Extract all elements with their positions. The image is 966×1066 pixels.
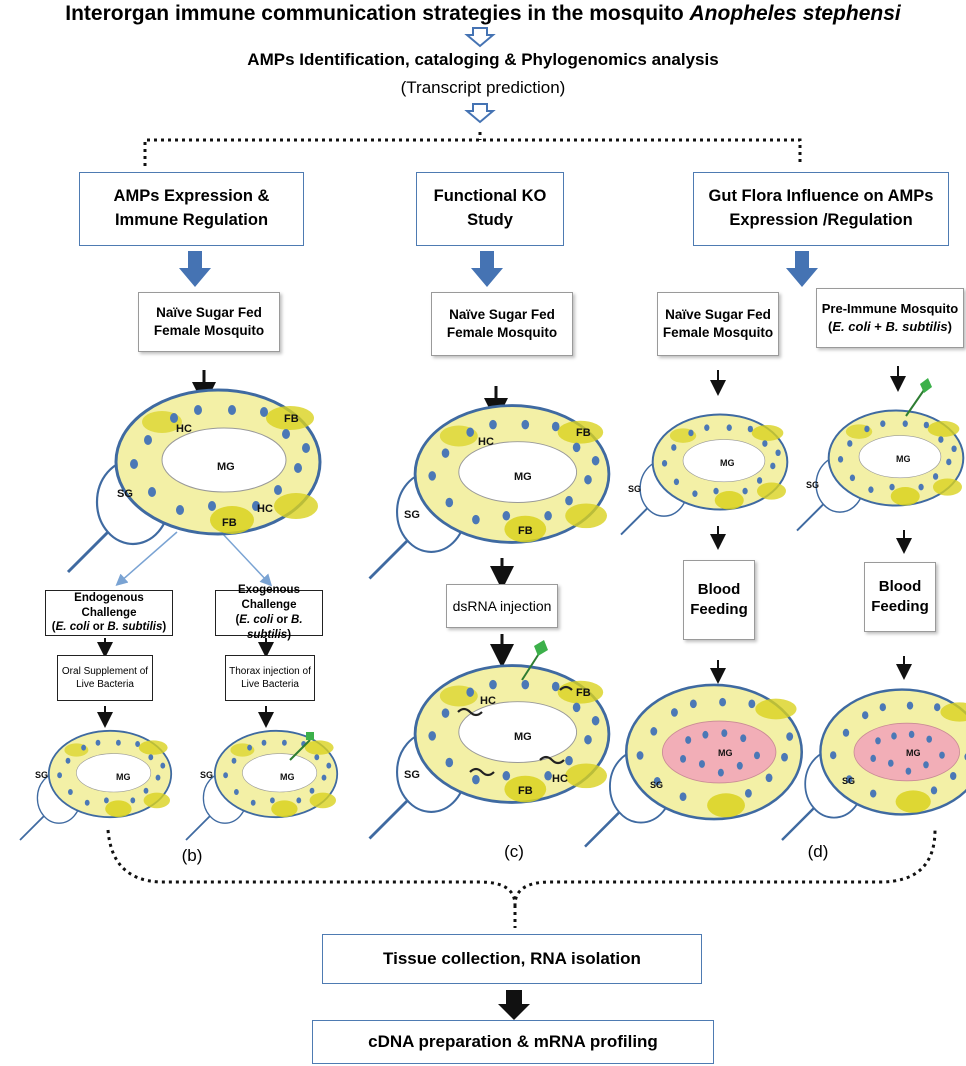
cdna-preparation-box: cDNA preparation & mRNA profiling bbox=[312, 1020, 714, 1064]
tissue-label: SG bbox=[404, 509, 420, 521]
mosquito-body-d-naive-blood bbox=[585, 685, 802, 847]
tissue-label: MG bbox=[906, 748, 921, 758]
identification-step: AMPs Identification, cataloging & Phylog… bbox=[247, 50, 719, 69]
heading-box-gut-flora: Gut Flora Influence on AMPs Expression /… bbox=[693, 172, 949, 246]
tissue-label: MG bbox=[718, 748, 733, 758]
organism-a: E. coli bbox=[55, 621, 90, 634]
arrow-bottom bbox=[498, 990, 530, 1020]
preimmune-organisms: (E. coli + B. subtilis) bbox=[828, 319, 952, 334]
title-text: Interorgan immune communication strategi… bbox=[65, 2, 690, 25]
blue-arrow-b bbox=[179, 251, 211, 287]
arrow-b-branch-right bbox=[220, 531, 273, 587]
tissue-label: SG bbox=[806, 480, 819, 490]
mosquito-body-d-naive bbox=[621, 414, 787, 534]
organism-a: E. coli bbox=[239, 614, 274, 626]
header-arrow-2 bbox=[464, 103, 496, 124]
tissue-label: FB bbox=[284, 413, 299, 425]
tissue-label: MG bbox=[720, 458, 735, 468]
tissue-label: SG bbox=[117, 488, 133, 500]
mosquito-body-b-endogenous bbox=[20, 731, 171, 840]
mosquito-body-c-injected bbox=[370, 666, 609, 839]
transcript-prediction-note: (Transcript prediction) bbox=[400, 78, 566, 97]
mosquito-body-d-preimmune bbox=[797, 410, 963, 530]
bottom-bracket bbox=[106, 829, 937, 928]
tissue-label: MG bbox=[116, 772, 131, 782]
preimmune-title: Pre-Immune Mosquito bbox=[821, 301, 959, 317]
heading-box-expression: AMPs Expression & Immune Regulation bbox=[79, 172, 304, 246]
exogenous-challenge-box: Exogenous Challenge (E. coli or B. subti… bbox=[215, 584, 323, 641]
needle-icon bbox=[289, 378, 932, 761]
panel-label-c: (c) bbox=[504, 842, 524, 861]
oral-supplement-box: Oral Supplement of Live Bacteria bbox=[57, 655, 153, 701]
mosquito-body-b-exogenous bbox=[186, 731, 337, 840]
dsrna-injection-box: dsRNA injection bbox=[446, 584, 558, 628]
mosquito-body-b-main bbox=[68, 390, 320, 572]
organism-conjunction: or bbox=[273, 614, 292, 626]
endogenous-challenge-box: Endogenous Challenge (E. coli or B. subt… bbox=[45, 590, 173, 636]
tissue-label: HC bbox=[176, 423, 192, 435]
endogenous-organisms: (E. coli or B. subtilis) bbox=[51, 621, 167, 634]
tissue-label: HC bbox=[552, 773, 568, 785]
tissue-label: FB bbox=[518, 785, 533, 797]
tissue-label: SG bbox=[200, 770, 213, 780]
tissue-label: MG bbox=[896, 454, 911, 464]
header-arrow-1 bbox=[464, 27, 496, 48]
tissue-label: SG bbox=[628, 484, 641, 494]
tissue-label: FB bbox=[222, 517, 237, 529]
dsrna-strands bbox=[457, 685, 573, 777]
organism-conjunction: or bbox=[89, 621, 108, 634]
tissue-label: HC bbox=[257, 503, 273, 515]
arrow-b-branch-left bbox=[115, 531, 178, 586]
tissue-label: HC bbox=[478, 436, 494, 448]
diagram-title: Interorgan immune communication strategi… bbox=[0, 2, 966, 26]
tissue-label: MG bbox=[514, 471, 532, 483]
tissue-label: SG bbox=[35, 770, 48, 780]
blood-feeding-box-left: Blood Feeding bbox=[683, 560, 755, 640]
title-species: Anopheles stephensi bbox=[689, 2, 901, 25]
blue-arrows bbox=[179, 251, 818, 287]
tissue-label: SG bbox=[650, 780, 663, 790]
start-box-d-preimmune: Pre-Immune Mosquito (E. coli + B. subtil… bbox=[816, 288, 964, 348]
organism-conjunction: + bbox=[870, 319, 886, 334]
exogenous-title: Exogenous Challenge bbox=[238, 584, 300, 612]
tissue-label: FB bbox=[576, 687, 591, 699]
blue-arrow-d bbox=[786, 251, 818, 287]
start-box-b: Naïve Sugar Fed Female Mosquito bbox=[138, 292, 280, 352]
tissue-label: MG bbox=[514, 731, 532, 743]
organism-b: B. subtilis bbox=[107, 621, 163, 634]
organism-b: B. subtilis bbox=[885, 319, 948, 334]
tissue-label: FB bbox=[576, 427, 591, 439]
heading-box-functional-ko: Functional KO Study bbox=[416, 172, 564, 246]
blue-arrow-c bbox=[471, 251, 503, 287]
start-box-c: Naïve Sugar Fed Female Mosquito bbox=[431, 292, 573, 356]
organism-a: E. coli bbox=[832, 319, 871, 334]
mosquito-body-c-main bbox=[370, 406, 609, 579]
blood-feeding-box-right: Blood Feeding bbox=[864, 562, 936, 632]
tissue-label: HC bbox=[480, 695, 496, 707]
tissue-label: MG bbox=[217, 461, 235, 473]
organism-b: B. subtilis bbox=[246, 614, 303, 641]
start-box-d-naive: Naïve Sugar Fed Female Mosquito bbox=[657, 292, 779, 356]
exogenous-organisms: (E. coli or B. subtilis) bbox=[235, 614, 303, 641]
tissue-label: MG bbox=[280, 772, 295, 782]
tissue-label: SG bbox=[404, 769, 420, 781]
thorax-injection-box: Thorax injection of Live Bacteria bbox=[225, 655, 315, 701]
endogenous-title: Endogenous Challenge bbox=[74, 591, 144, 619]
top-bracket bbox=[143, 132, 802, 166]
tissue-label: SG bbox=[842, 776, 855, 786]
panel-label-b: (b) bbox=[181, 846, 203, 865]
tissue-collection-box: Tissue collection, RNA isolation bbox=[322, 934, 702, 984]
panel-label-d: (d) bbox=[807, 842, 829, 861]
tissue-label: FB bbox=[518, 525, 533, 537]
mosquito-body-d-preimmune-blood bbox=[782, 690, 966, 840]
